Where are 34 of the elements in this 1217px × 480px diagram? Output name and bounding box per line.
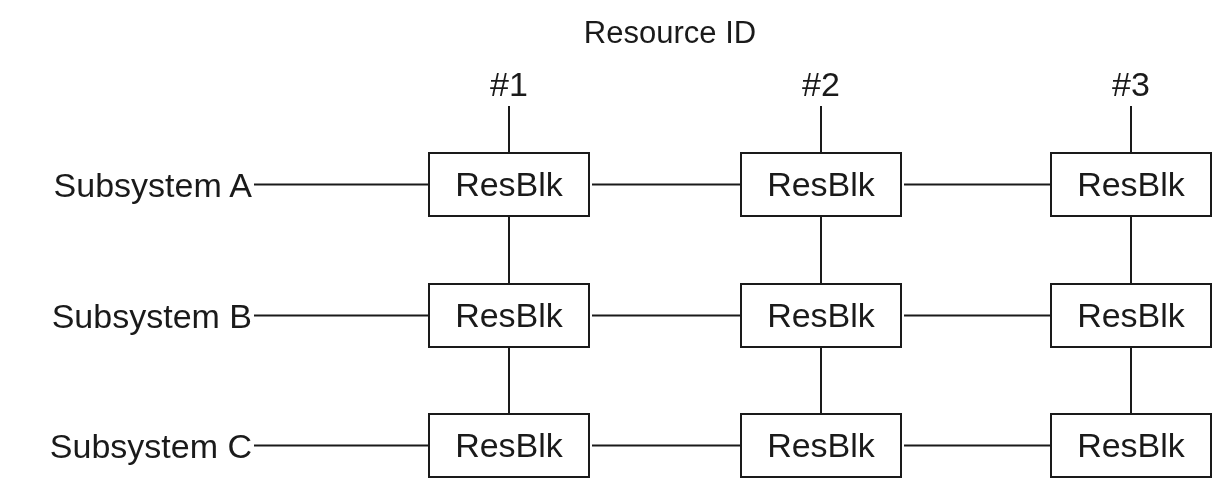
connector-line [253, 444, 429, 447]
connector-line [591, 314, 741, 317]
resource-block: ResBlk [740, 413, 902, 478]
resource-id-label: #1 [479, 62, 539, 106]
connector-line [1130, 105, 1132, 153]
resource-block: ResBlk [1050, 152, 1212, 217]
subsystem-label: Subsystem C [4, 422, 252, 470]
connector-line [591, 183, 741, 186]
connector-line [253, 314, 429, 317]
connector-line [903, 444, 1051, 447]
subsystem-label: Subsystem B [4, 292, 252, 340]
connector-line [1130, 347, 1132, 414]
connector-line [1130, 216, 1132, 284]
connector-line [591, 444, 741, 447]
connector-line [820, 105, 822, 153]
resource-id-label: #2 [791, 62, 851, 106]
resource-block: ResBlk [428, 413, 590, 478]
axis-heading: Resource ID [582, 14, 758, 52]
connector-line [508, 216, 510, 284]
resource-block: ResBlk [428, 152, 590, 217]
connector-line [903, 183, 1051, 186]
resource-block: ResBlk [740, 283, 902, 348]
connector-line [508, 105, 510, 153]
resource-block: ResBlk [428, 283, 590, 348]
connector-line [820, 347, 822, 414]
resource-block: ResBlk [740, 152, 902, 217]
connector-line [508, 347, 510, 414]
connector-line [820, 216, 822, 284]
resource-block: ResBlk [1050, 283, 1212, 348]
subsystem-label: Subsystem A [4, 161, 252, 209]
connector-line [253, 183, 429, 186]
resource-id-label: #3 [1101, 62, 1161, 106]
resource-block: ResBlk [1050, 413, 1212, 478]
connector-line [903, 314, 1051, 317]
